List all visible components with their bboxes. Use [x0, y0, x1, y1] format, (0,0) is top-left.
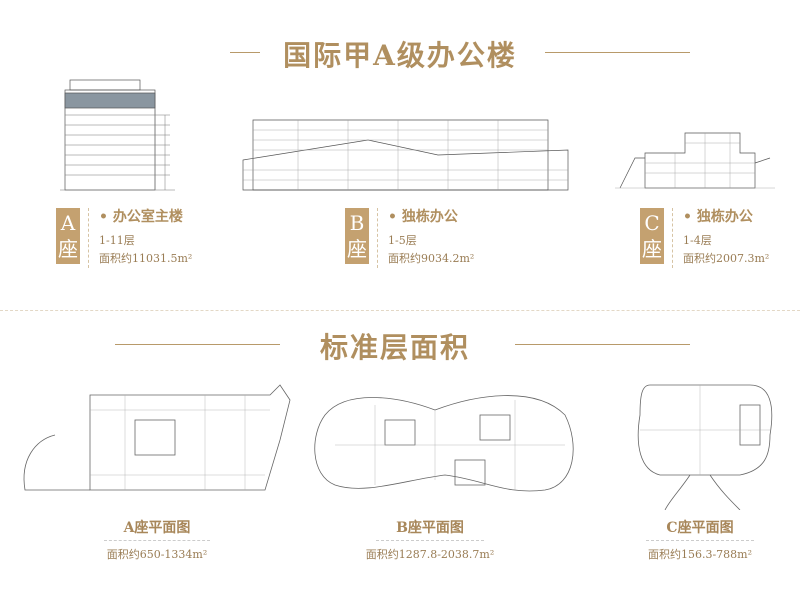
badge-seat: 座 — [347, 237, 367, 261]
building-area: 面积约9034.2m² — [388, 252, 475, 265]
building-c-details: • 独栋办公 1-4层面积约2007.3m² — [672, 208, 769, 268]
building-name: • 办公室主楼 — [99, 209, 183, 225]
building-area: 面积约2007.3m² — [683, 252, 770, 265]
plan-c-label: C座平面图面积约156.3-788m² — [600, 517, 800, 562]
building-floors: 1-11层 — [99, 234, 135, 247]
building-c-elevation — [615, 132, 775, 189]
building-name: • 独栋办公 — [388, 209, 458, 225]
building-floors: 1-5层 — [388, 234, 417, 247]
title-rule-right — [545, 52, 690, 53]
building-a-details: • 办公室主楼 1-11层面积约11031.5m² — [88, 208, 192, 268]
plan-b-label: B座平面图面积约1287.8-2038.7m² — [330, 517, 530, 562]
building-area: 面积约11031.5m² — [99, 252, 193, 265]
section-divider — [0, 310, 800, 311]
badge-seat: 座 — [58, 237, 78, 261]
plan-area: 面积约650-1334m² — [106, 548, 208, 561]
title-rule-right — [515, 344, 690, 345]
section-title-floor-area: 标准层面积 — [319, 331, 470, 364]
plan-name: A座平面图 — [103, 517, 211, 541]
building-a-elevation — [60, 79, 175, 191]
title-rule-left — [115, 344, 280, 345]
plan-a-label: A座平面图面积约650-1334m² — [57, 517, 257, 562]
plan-name: B座平面图 — [376, 517, 484, 541]
building-b-details: • 独栋办公 1-5层面积约9034.2m² — [377, 208, 474, 268]
badge-letter: A — [60, 211, 76, 235]
badge-letter: B — [349, 211, 365, 235]
floor-plan-c — [637, 384, 773, 510]
building-floors: 1-4层 — [683, 234, 712, 247]
title-rule-left — [230, 52, 260, 53]
plan-area: 面积约1287.8-2038.7m² — [365, 548, 495, 561]
building-name: • 独栋办公 — [683, 209, 753, 225]
badge-seat: 座 — [642, 237, 662, 261]
plan-name: C座平面图 — [646, 517, 754, 541]
plan-area: 面积约156.3-788m² — [647, 548, 753, 561]
section-title-office: 国际甲A级办公楼 — [283, 39, 517, 72]
floor-plan-a — [23, 384, 291, 491]
floor-plan-b — [314, 395, 574, 492]
badge-letter: C — [644, 211, 660, 235]
building-b-elevation — [242, 119, 569, 191]
